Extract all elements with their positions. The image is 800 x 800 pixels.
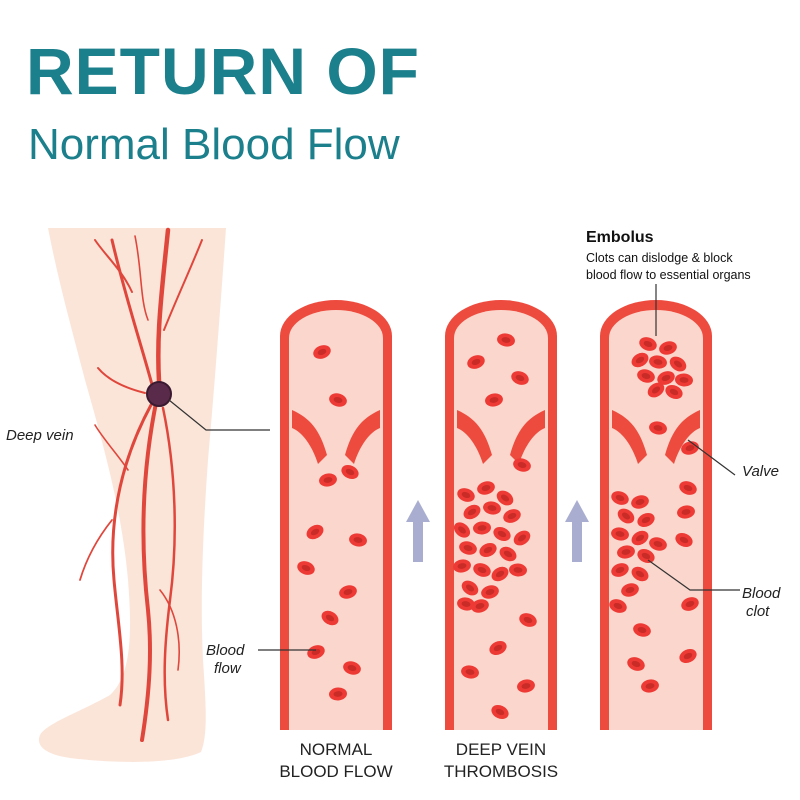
valve-leaflet-right [510,410,545,464]
valve-leaflet-left [457,410,492,464]
clot-marker [146,381,172,407]
caption-normal-1: NORMAL [300,740,373,759]
vessel-embolus [600,300,712,730]
label-blood-clot-2: clot [746,603,770,620]
label-deep-vein: Deep vein [6,427,74,444]
embolus-desc-2: blood flow to essential organs [586,268,751,282]
flow-arrow-1 [406,500,430,562]
clot-pointer-line [168,399,270,431]
vessel-dvt [445,300,557,730]
label-valve: Valve [742,463,779,480]
leg-skin [38,228,227,762]
valve-leaflet-right [345,410,380,464]
embolus-title: Embolus [586,229,654,246]
title-line-1: RETURN OF [26,34,420,108]
leg-illustration [38,227,270,762]
label-blood-flow-1: Blood [206,642,245,659]
blood-clot-pointer-line [647,559,740,591]
vessel-normal-lumen [289,310,383,730]
label-blood-clot-1: Blood [742,585,781,602]
vessel-embolus-lumen [609,310,703,730]
leg-veins [79,227,203,742]
vessel-normal [280,300,392,730]
label-blood-flow-2: flow [214,660,242,677]
valve-leaflet-left [612,410,647,464]
caption-dvt-1: DEEP VEIN [456,740,546,759]
title-line-2: Normal Blood Flow [28,120,400,169]
valve-pointer-line [687,439,736,476]
valve-leaflet-left [292,410,327,464]
caption-normal-2: BLOOD FLOW [279,762,392,781]
embolus-desc-1: Clots can dislodge & block [586,251,733,265]
flow-arrow-2 [565,500,589,562]
valve-leaflet-right [665,410,700,464]
caption-dvt-2: THROMBOSIS [444,762,558,781]
